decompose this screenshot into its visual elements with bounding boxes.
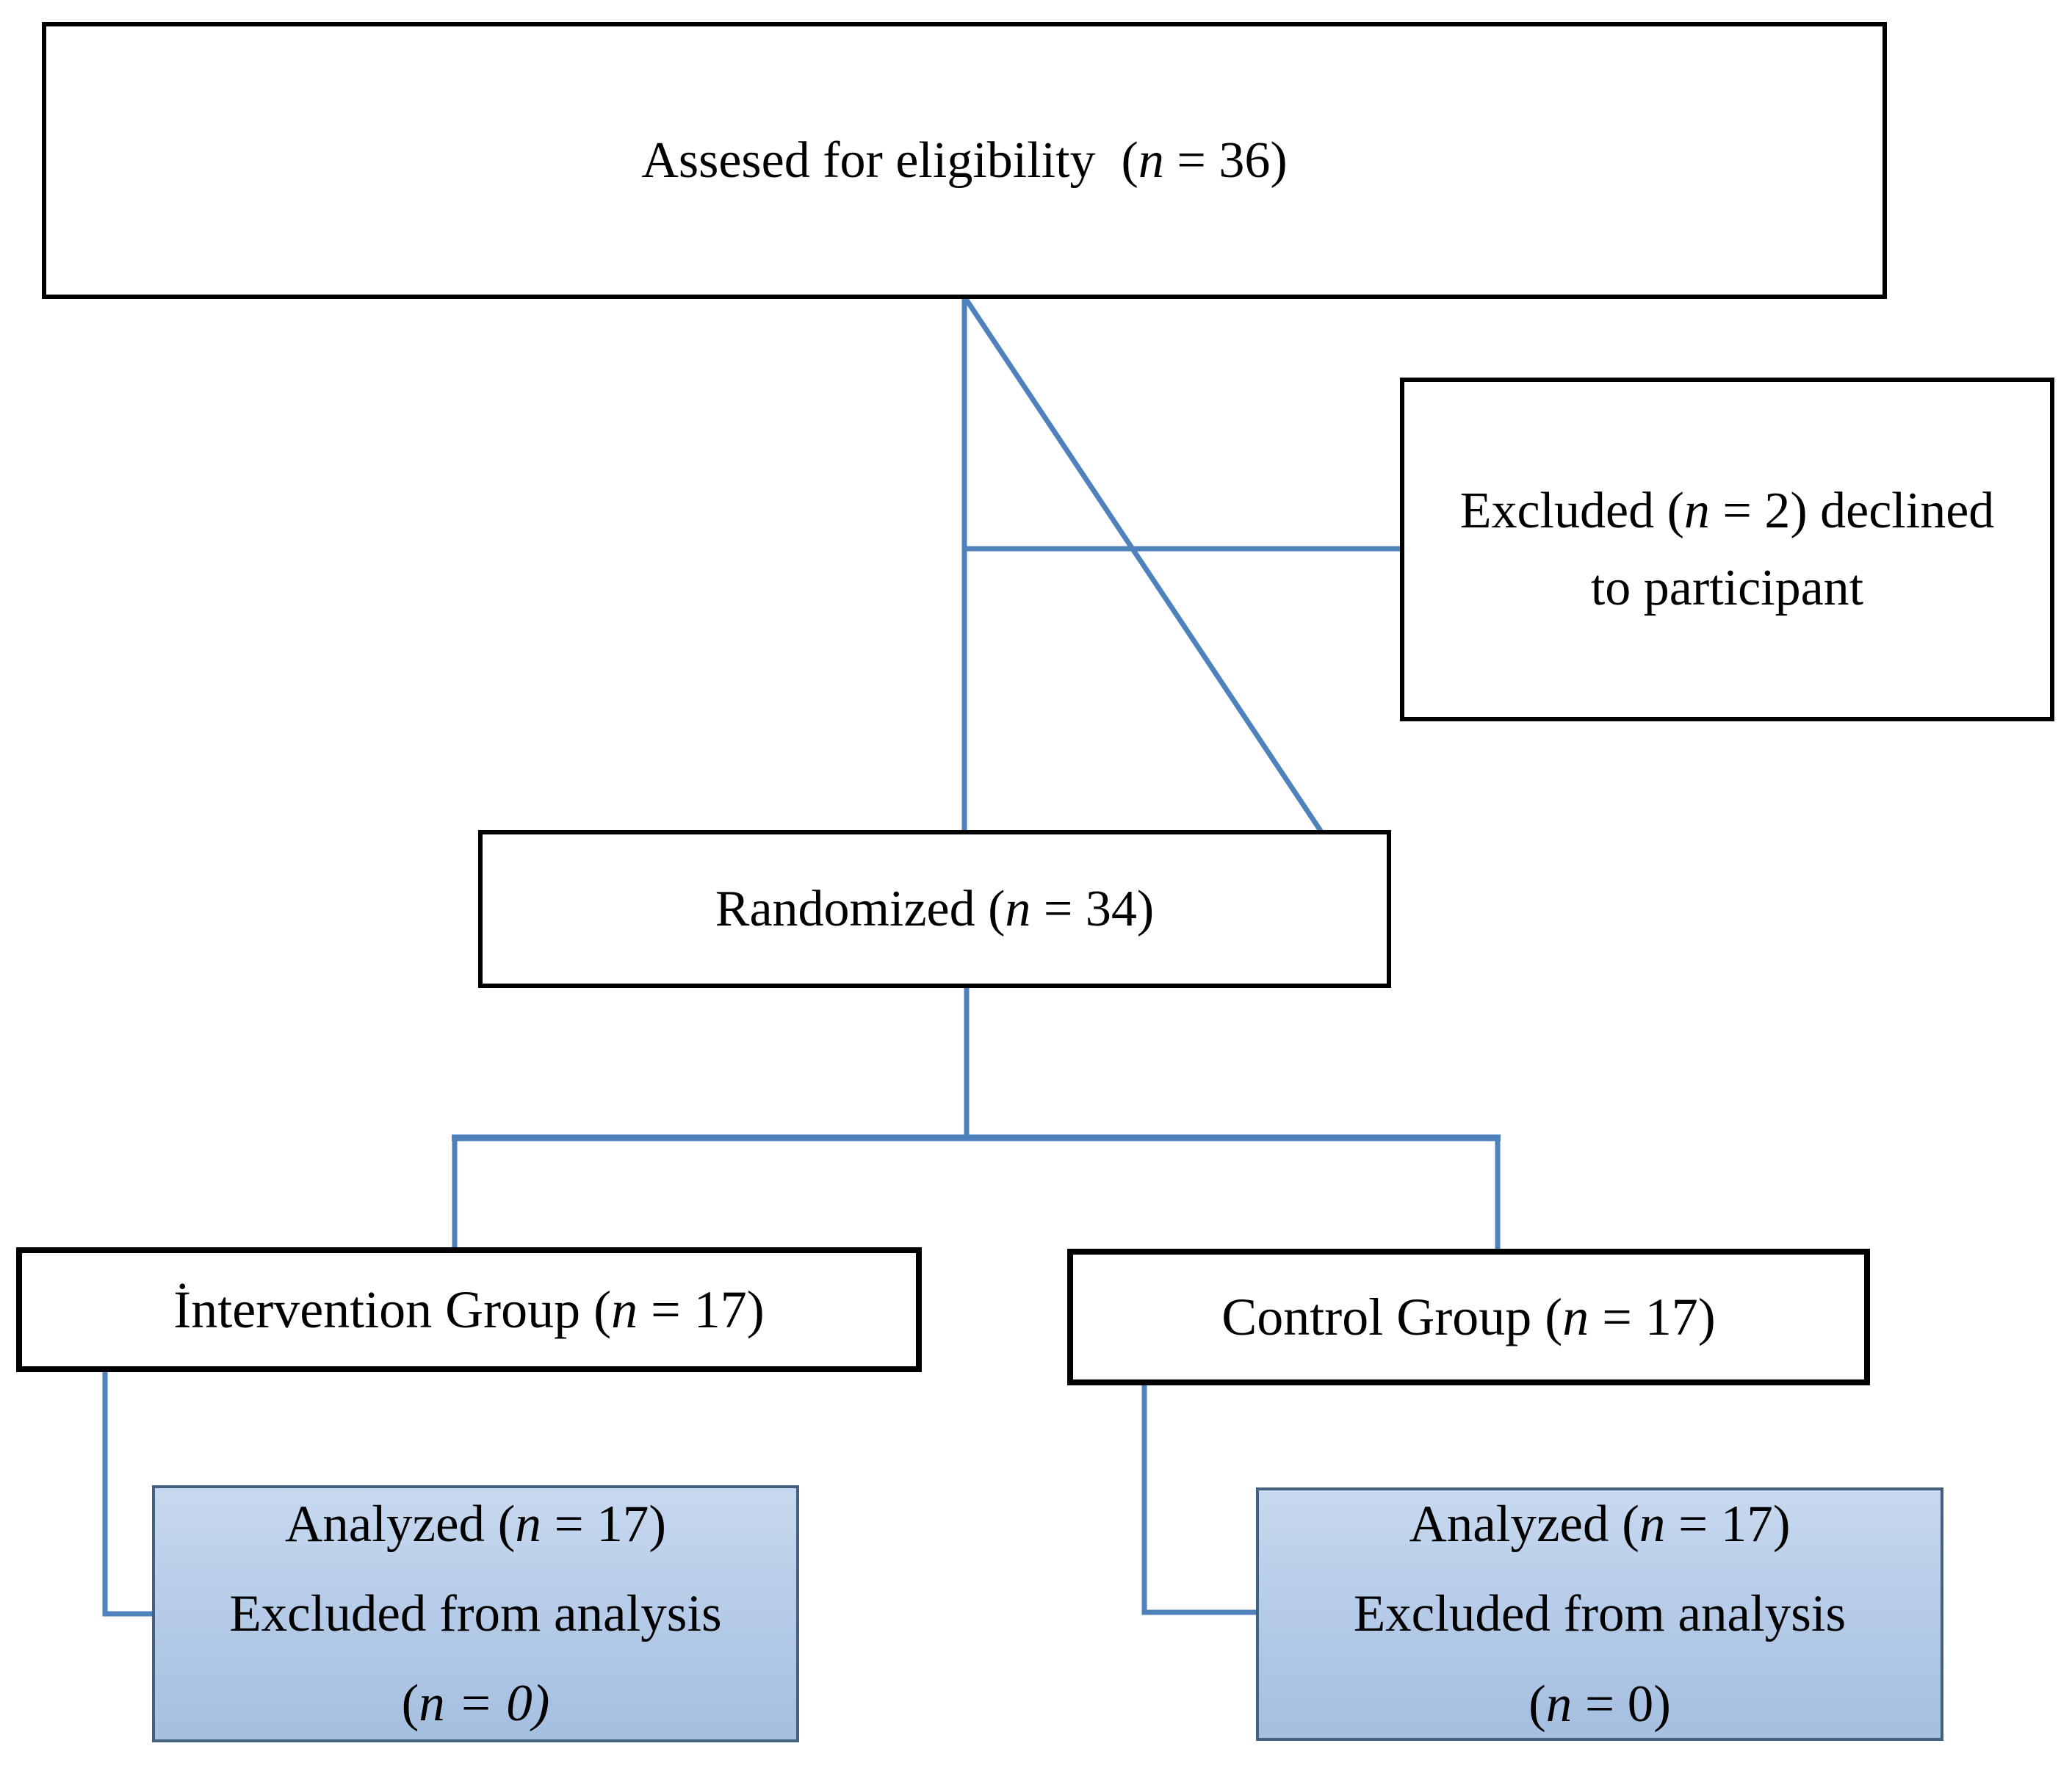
- intervention-group-box: İntervention Group (n = 17): [16, 1247, 922, 1372]
- connector-intervention-to-analyzed: [102, 1372, 156, 1617]
- intervention-analyzed-line3: (n = 0): [401, 1675, 550, 1733]
- control-analyzed-line1: Analyzed (n = 17): [1409, 1496, 1791, 1554]
- connector-eligibility-to-randomized-diagonal: [962, 295, 1333, 848]
- control-analyzed-line3: (n = 0): [1528, 1675, 1671, 1733]
- eligibility-label: Assesed for eligibility (n = 36): [641, 132, 1288, 189]
- connector-control-to-analyzed: [1141, 1385, 1260, 1615]
- excluded-label-line1: Excluded (n = 2) declined: [1459, 483, 1995, 539]
- randomized-label: Randomized (n = 34): [715, 881, 1155, 937]
- intervention-group-label: İntervention Group (n = 17): [173, 1280, 765, 1339]
- control-analyzed-line2: Excluded from analysis: [1353, 1585, 1847, 1643]
- excluded-label-line2: to participant: [1590, 560, 1864, 616]
- intervention-analyzed-line1: Analyzed (n = 17): [284, 1495, 667, 1553]
- randomized-box: Randomized (n = 34): [478, 830, 1391, 988]
- control-group-box: Control Group (n = 17): [1067, 1249, 1870, 1385]
- control-group-label: Control Group (n = 17): [1221, 1288, 1716, 1346]
- intervention-analyzed-line2: Excluded from analysis: [229, 1584, 722, 1642]
- excluded-box: Excluded (n = 2) declined to participant: [1400, 378, 2054, 721]
- control-analyzed-box: Analyzed (n = 17) Excluded from analysis…: [1256, 1487, 1943, 1741]
- intervention-analyzed-box: Analyzed (n = 17) Excluded from analysis…: [152, 1485, 799, 1742]
- eligibility-box: Assesed for eligibility (n = 36): [42, 22, 1887, 299]
